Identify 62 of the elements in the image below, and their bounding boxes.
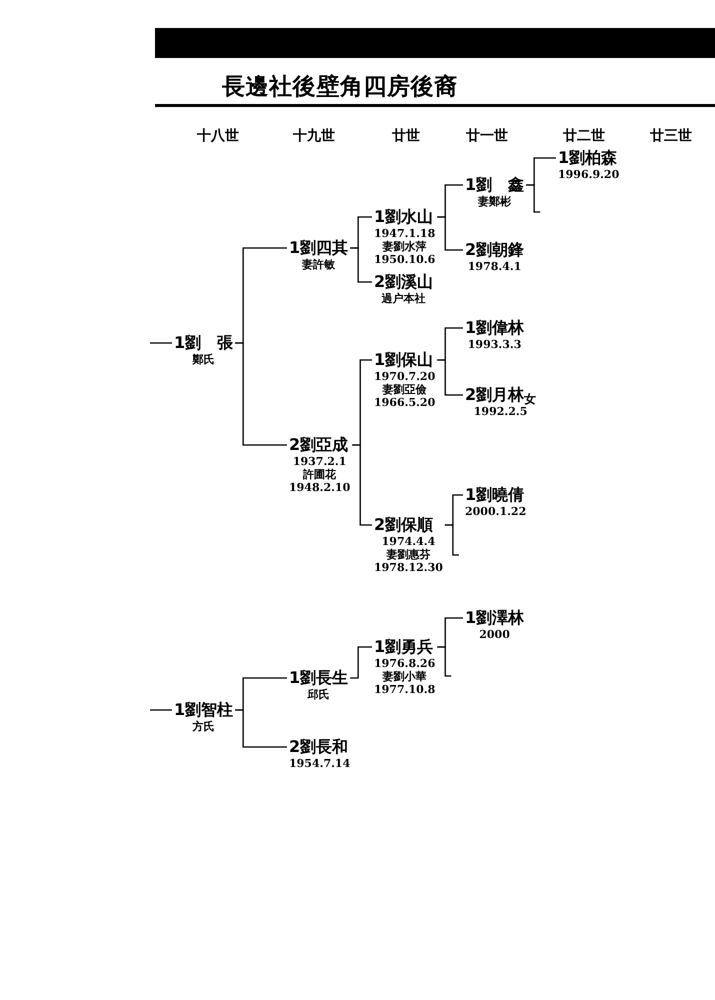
tree-connector xyxy=(150,342,172,344)
person-name: 1劉四其 xyxy=(289,238,348,258)
person-detail: 邱氏 xyxy=(308,688,330,701)
person-name: 1劉曉倩 xyxy=(465,485,524,505)
generation-label: 十八世 xyxy=(197,127,239,146)
person-detail: 1950.10.6 xyxy=(374,253,436,266)
person-name: 2劉保順 xyxy=(374,515,434,535)
person-detail: 1948.2.10 xyxy=(289,481,350,494)
person-detail: 1974.4.4 xyxy=(382,535,436,548)
person-name: 1劉智柱 xyxy=(174,700,234,720)
person-detail: 1976.8.26 xyxy=(374,657,436,670)
tree-connector xyxy=(437,216,463,251)
generation-label: 十九世 xyxy=(293,127,335,146)
person-detail: 1954.7.14 xyxy=(289,757,350,770)
person-detail: 妻劉水萍 xyxy=(382,240,427,253)
tree-connector xyxy=(235,342,287,446)
person-detail: 2000 xyxy=(479,628,510,641)
person-name: 1劉 鑫 xyxy=(465,175,524,195)
person-name: 2劉長和 xyxy=(289,737,348,757)
person-detail: 1993.3.3 xyxy=(468,338,522,351)
person-detail: 1996.9.20 xyxy=(558,168,620,181)
person-detail: 2000.1.22 xyxy=(465,505,526,518)
tree-connector xyxy=(437,359,463,396)
tree-connector xyxy=(352,444,372,526)
person-detail: 妻劉亞儉 xyxy=(382,383,427,396)
person-detail: 妻劉小華 xyxy=(382,670,427,683)
generation-label: 廿一世 xyxy=(466,127,508,146)
person-detail: 1978.4.1 xyxy=(468,260,522,273)
tree-connector xyxy=(150,709,172,711)
person-detail: 妻鄭彬 xyxy=(478,195,512,208)
person-name: 1劉柏森 xyxy=(558,148,618,168)
generation-label: 廿三世 xyxy=(650,127,692,146)
person-detail: 方氏 xyxy=(192,720,215,733)
person-name: 1劉長生 xyxy=(289,668,348,688)
person-name: 1劉水山 xyxy=(374,207,434,227)
person-detail: 過户本社 xyxy=(382,292,426,305)
generation-label: 廿二世 xyxy=(563,127,605,146)
person-detail: 1966.5.20 xyxy=(374,396,436,409)
diagram-title: 長邊社後壁角四房後裔 xyxy=(222,73,458,102)
person-name: 1劉 張 xyxy=(174,333,234,353)
person-detail: 1992.2.5 xyxy=(474,405,528,418)
person-detail: 妻許敏 xyxy=(302,258,336,271)
person-name: 2劉月林$_{女}$ xyxy=(465,385,536,405)
tree-connector xyxy=(350,247,372,283)
person-name: 1劉勇兵 xyxy=(374,637,434,657)
person-detail: 1977.10.8 xyxy=(374,683,436,696)
tree-connector xyxy=(235,709,287,748)
person-name: 2劉朝鋒 xyxy=(465,240,524,260)
person-detail: 妻劉惠芬 xyxy=(386,548,430,561)
person-name: 2劉溪山 xyxy=(374,272,434,292)
person-detail: 1970.7.20 xyxy=(374,370,436,383)
person-detail: 1947.1.18 xyxy=(374,227,436,240)
person-detail: 1937.2.1 xyxy=(292,455,346,468)
person-name: 1劉偉林 xyxy=(465,318,524,338)
person-name: 1劉澤林 xyxy=(465,608,524,628)
person-name: 2劉亞成 xyxy=(289,435,348,455)
person-detail: 1978.12.30 xyxy=(374,561,443,574)
person-detail: 許圃花 xyxy=(303,468,336,481)
person-detail: 鄭氏 xyxy=(192,353,215,366)
tree-connector xyxy=(350,646,372,679)
person-name: 1劉保山 xyxy=(374,350,434,370)
generation-label: 廿世 xyxy=(392,127,420,146)
